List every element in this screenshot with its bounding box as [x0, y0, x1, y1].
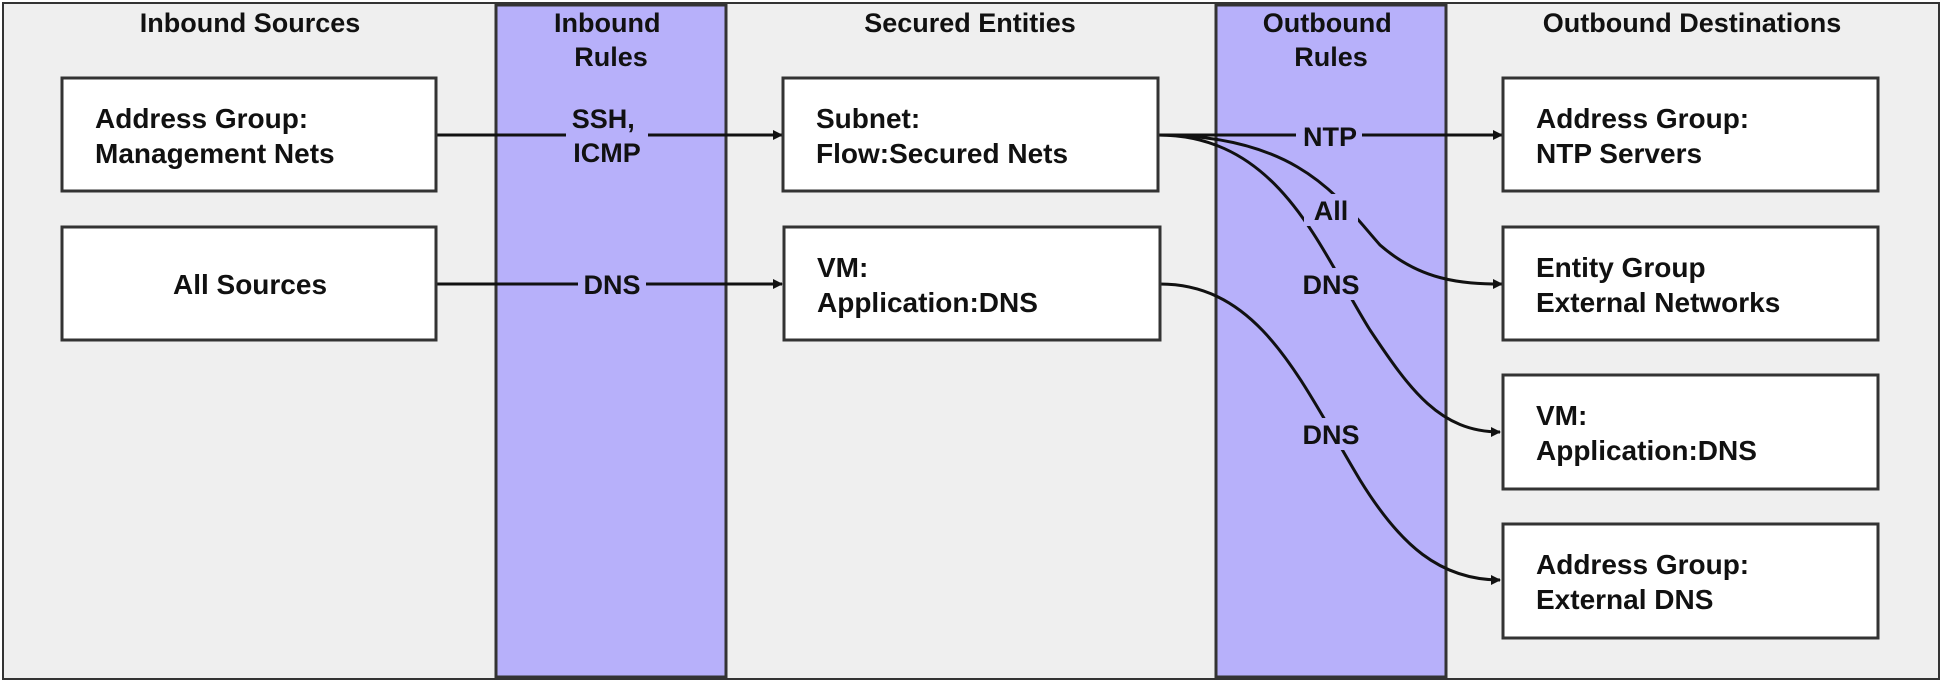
node-dest-app-dns-box — [1501, 373, 1880, 491]
edge-app-dns-to-external-dns — [1159, 282, 1501, 585]
column-title-inbound-sources: Inbound Sources — [140, 8, 361, 38]
column-title-inbound-rules: Inbound Rules — [554, 8, 668, 72]
node-app-dns-box — [782, 225, 1162, 342]
node-ntp-servers: Address Group: NTP Servers — [1536, 103, 1757, 169]
node-dest-app-dns: VM: Application:DNS — [1536, 400, 1757, 466]
edge-label-bg-dns-to-vm — [1296, 268, 1366, 300]
edge-secured-to-vm-dns — [1157, 133, 1501, 437]
column-title-secured-entities: Secured Entities — [864, 8, 1076, 38]
edge-label-dns-to-external: DNS — [1302, 420, 1359, 450]
node-all-sources-box — [60, 225, 438, 342]
edge-label-ssh-icmp: SSH, ICMP — [572, 104, 643, 168]
node-app-dns: VM: Application:DNS — [817, 252, 1038, 318]
node-external-networks: Entity Group External Networks — [1536, 252, 1780, 318]
edge-label-ntp: NTP — [1303, 122, 1357, 152]
node-secured-nets-box — [781, 76, 1160, 193]
outbound-rules-band — [1214, 3, 1448, 679]
node-ntp-servers-box — [1501, 76, 1880, 193]
edge-label-bg-dns-to-external — [1296, 418, 1366, 450]
edge-label-bg-all — [1304, 194, 1358, 226]
node-mgmt-nets-box — [60, 76, 438, 193]
edge-label-bg-ntp — [1296, 120, 1362, 152]
node-external-dns-box — [1501, 522, 1880, 640]
edge-label-dns-to-vm: DNS — [1302, 270, 1359, 300]
edge-label-all: All — [1314, 196, 1349, 226]
node-secured-nets: Subnet: Flow:Secured Nets — [816, 103, 1068, 169]
column-title-outbound-destinations: Outbound Destinations — [1543, 8, 1841, 38]
edge-label-bg-ssh-icmp — [566, 100, 648, 172]
node-external-networks-box — [1501, 225, 1880, 342]
edge-label-bg-inbound-dns — [578, 268, 646, 300]
edge-label-inbound-dns: DNS — [583, 270, 640, 300]
node-mgmt-nets: Address Group: Management Nets — [95, 103, 335, 169]
column-title-outbound-rules: Outbound Rules — [1263, 8, 1399, 72]
node-external-dns: Address Group: External DNS — [1536, 549, 1757, 615]
node-all-sources: All Sources — [173, 269, 327, 300]
edge-secured-to-external-networks — [1157, 133, 1503, 289]
